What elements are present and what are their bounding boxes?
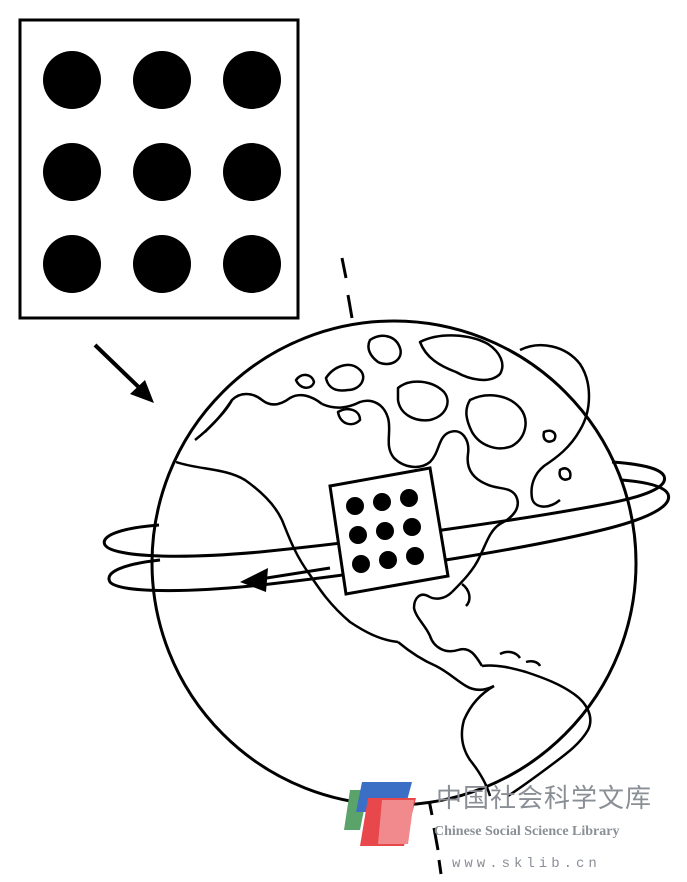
patch-dot	[403, 518, 421, 536]
grid-dot	[223, 51, 281, 109]
watermark-english-title: Chinese Social Science Library	[434, 824, 620, 839]
globe-patch-dots	[346, 489, 424, 573]
dot-grid	[43, 51, 281, 293]
patch-dot	[379, 551, 397, 569]
patch-dot	[406, 547, 424, 565]
grid-dot	[43, 235, 101, 293]
grid-dot	[43, 51, 101, 109]
pointer-arrow	[93, 343, 154, 403]
globe	[102, 319, 671, 807]
grid-dot	[43, 143, 101, 201]
grid-dot	[223, 235, 281, 293]
watermark-chinese-title: 中国社会科学文库	[436, 784, 653, 814]
continent-outlines	[175, 334, 592, 798]
watermark-logo	[344, 782, 416, 846]
patch-dot	[400, 489, 418, 507]
grid-dot	[133, 51, 191, 109]
grid-dot	[133, 143, 191, 201]
grid-dot	[223, 143, 281, 201]
patch-dot	[346, 497, 364, 515]
patch-dot	[352, 555, 370, 573]
grid-dot	[133, 235, 191, 293]
patch-dot	[373, 493, 391, 511]
patch-dot	[376, 522, 394, 540]
orbit-direction-arrow	[240, 566, 331, 592]
patch-dot	[349, 526, 367, 544]
watermark-url: www.sklib.cn	[452, 856, 601, 872]
